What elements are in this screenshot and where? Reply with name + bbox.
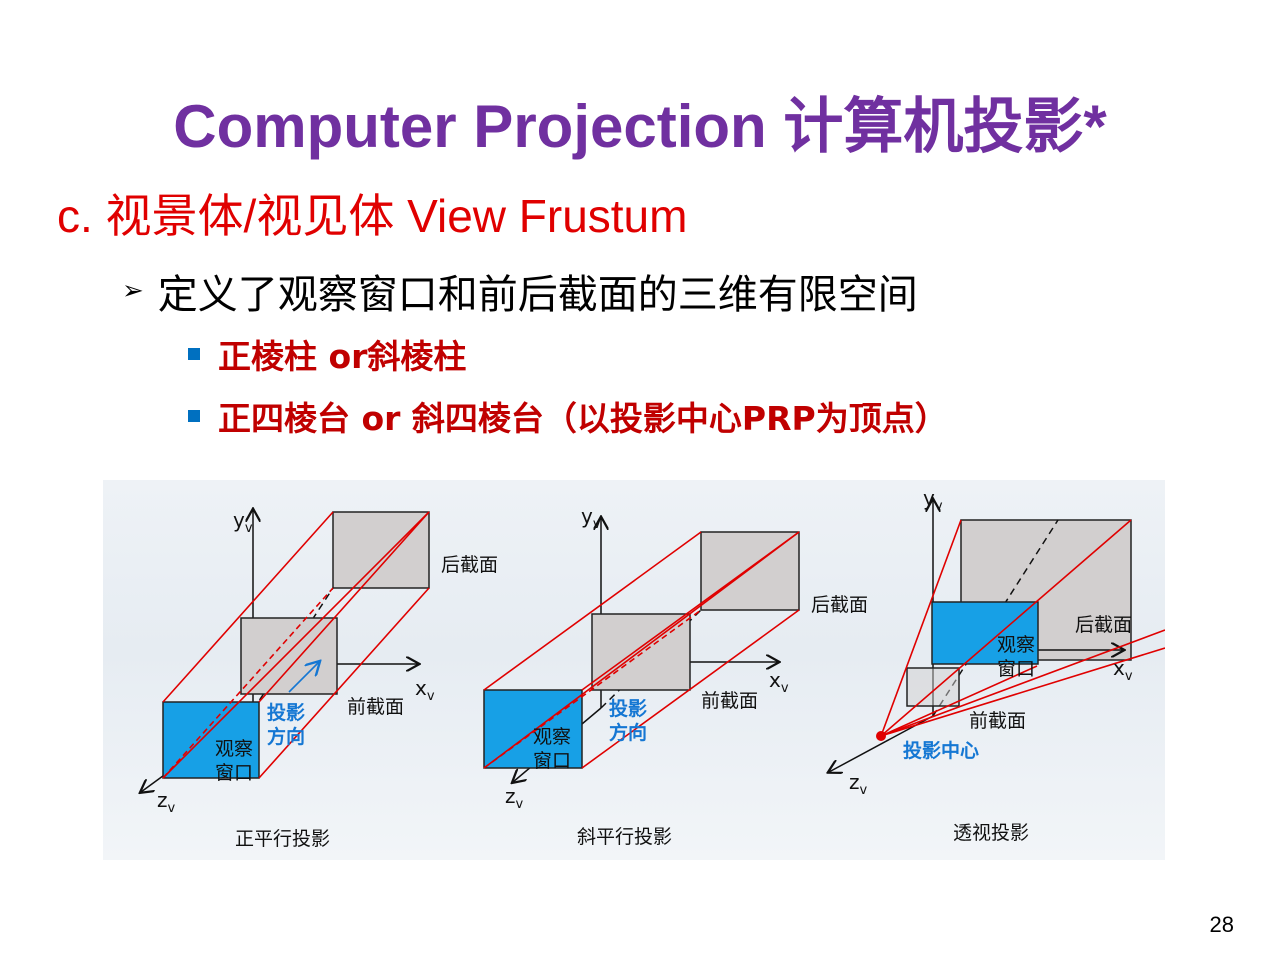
bullet-level2-text: 正棱柱 or斜棱柱 xyxy=(218,337,467,376)
diagram-caption: 斜平行投影 xyxy=(577,826,673,848)
axis-x-label: xv xyxy=(769,668,789,696)
window-label: 窗口 xyxy=(533,750,572,772)
diagram-orthographic xyxy=(141,510,430,792)
window-label: 观察 xyxy=(533,726,572,748)
window-label: 窗口 xyxy=(997,658,1036,680)
bullet-level2-text: 正四棱台 or 斜四棱台（以投影中心PRP为顶点） xyxy=(218,399,948,438)
arrow-bullet-icon: ➢ xyxy=(122,276,144,306)
section-heading: c. 视景体/视见体 View Frustum xyxy=(57,190,688,242)
direction-label: 投影 xyxy=(267,702,306,724)
back-plane xyxy=(332,511,430,589)
window-label: 窗口 xyxy=(215,762,254,784)
page-number: 28 xyxy=(1209,912,1234,937)
bullet-level2-item: 正四棱台 or 斜四棱台（以投影中心PRP为顶点） xyxy=(188,392,948,440)
bullet-level2-item: 正棱柱 or斜棱柱 xyxy=(188,330,466,378)
front-plane-label: 前截面 xyxy=(701,690,759,712)
axis-z-label: zv xyxy=(157,788,176,816)
slide-title: Computer Projection 计算机投影* xyxy=(173,93,1107,160)
direction-label: 方向 xyxy=(267,726,306,748)
back-plane-label: 后截面 xyxy=(811,594,869,616)
projection-center-label: 投影中心 xyxy=(903,740,980,762)
diagram-caption: 透视投影 xyxy=(953,822,1030,844)
front-plane xyxy=(240,617,338,695)
projection-direction-arrow xyxy=(288,662,319,693)
projection-diagrams xyxy=(103,480,1165,860)
front-plane xyxy=(906,667,960,707)
axis-z-label: zv xyxy=(849,770,868,798)
axis-x-label: xv xyxy=(415,676,435,704)
back-plane-label: 后截面 xyxy=(1075,614,1133,636)
view-window xyxy=(931,601,1039,665)
bullet-level1: ➢ 定义了观察窗口和前后截面的三维有限空间 xyxy=(122,262,918,320)
bullet-level1-text: 定义了观察窗口和前后截面的三维有限空间 xyxy=(157,272,918,318)
view-window xyxy=(162,701,260,779)
diagram-caption: 正平行投影 xyxy=(235,828,331,850)
axis-y-label: yv xyxy=(581,504,601,532)
axis-y-label: yv xyxy=(923,486,943,514)
diagram-perspective xyxy=(829,500,1165,772)
axis-x-label: xv xyxy=(1113,656,1133,684)
projection-figure: yv xv zv 后截面 前截面 观察 窗口 投影 方向 正平行投影 yv xv… xyxy=(103,480,1165,860)
square-bullet-icon xyxy=(188,348,200,360)
direction-label: 方向 xyxy=(609,722,648,744)
axis-y-label: yv xyxy=(233,508,253,536)
axis-z-label: zv xyxy=(505,784,524,812)
front-plane-label: 前截面 xyxy=(347,696,405,718)
front-plane-label: 前截面 xyxy=(969,710,1027,732)
diagram-oblique xyxy=(483,518,800,782)
square-bullet-icon xyxy=(188,410,200,422)
window-label: 观察 xyxy=(997,634,1036,656)
window-label: 观察 xyxy=(215,738,254,760)
back-plane-label: 后截面 xyxy=(441,554,499,576)
projection-center-point xyxy=(876,731,886,741)
direction-label: 投影 xyxy=(609,698,648,720)
view-window xyxy=(483,689,583,769)
